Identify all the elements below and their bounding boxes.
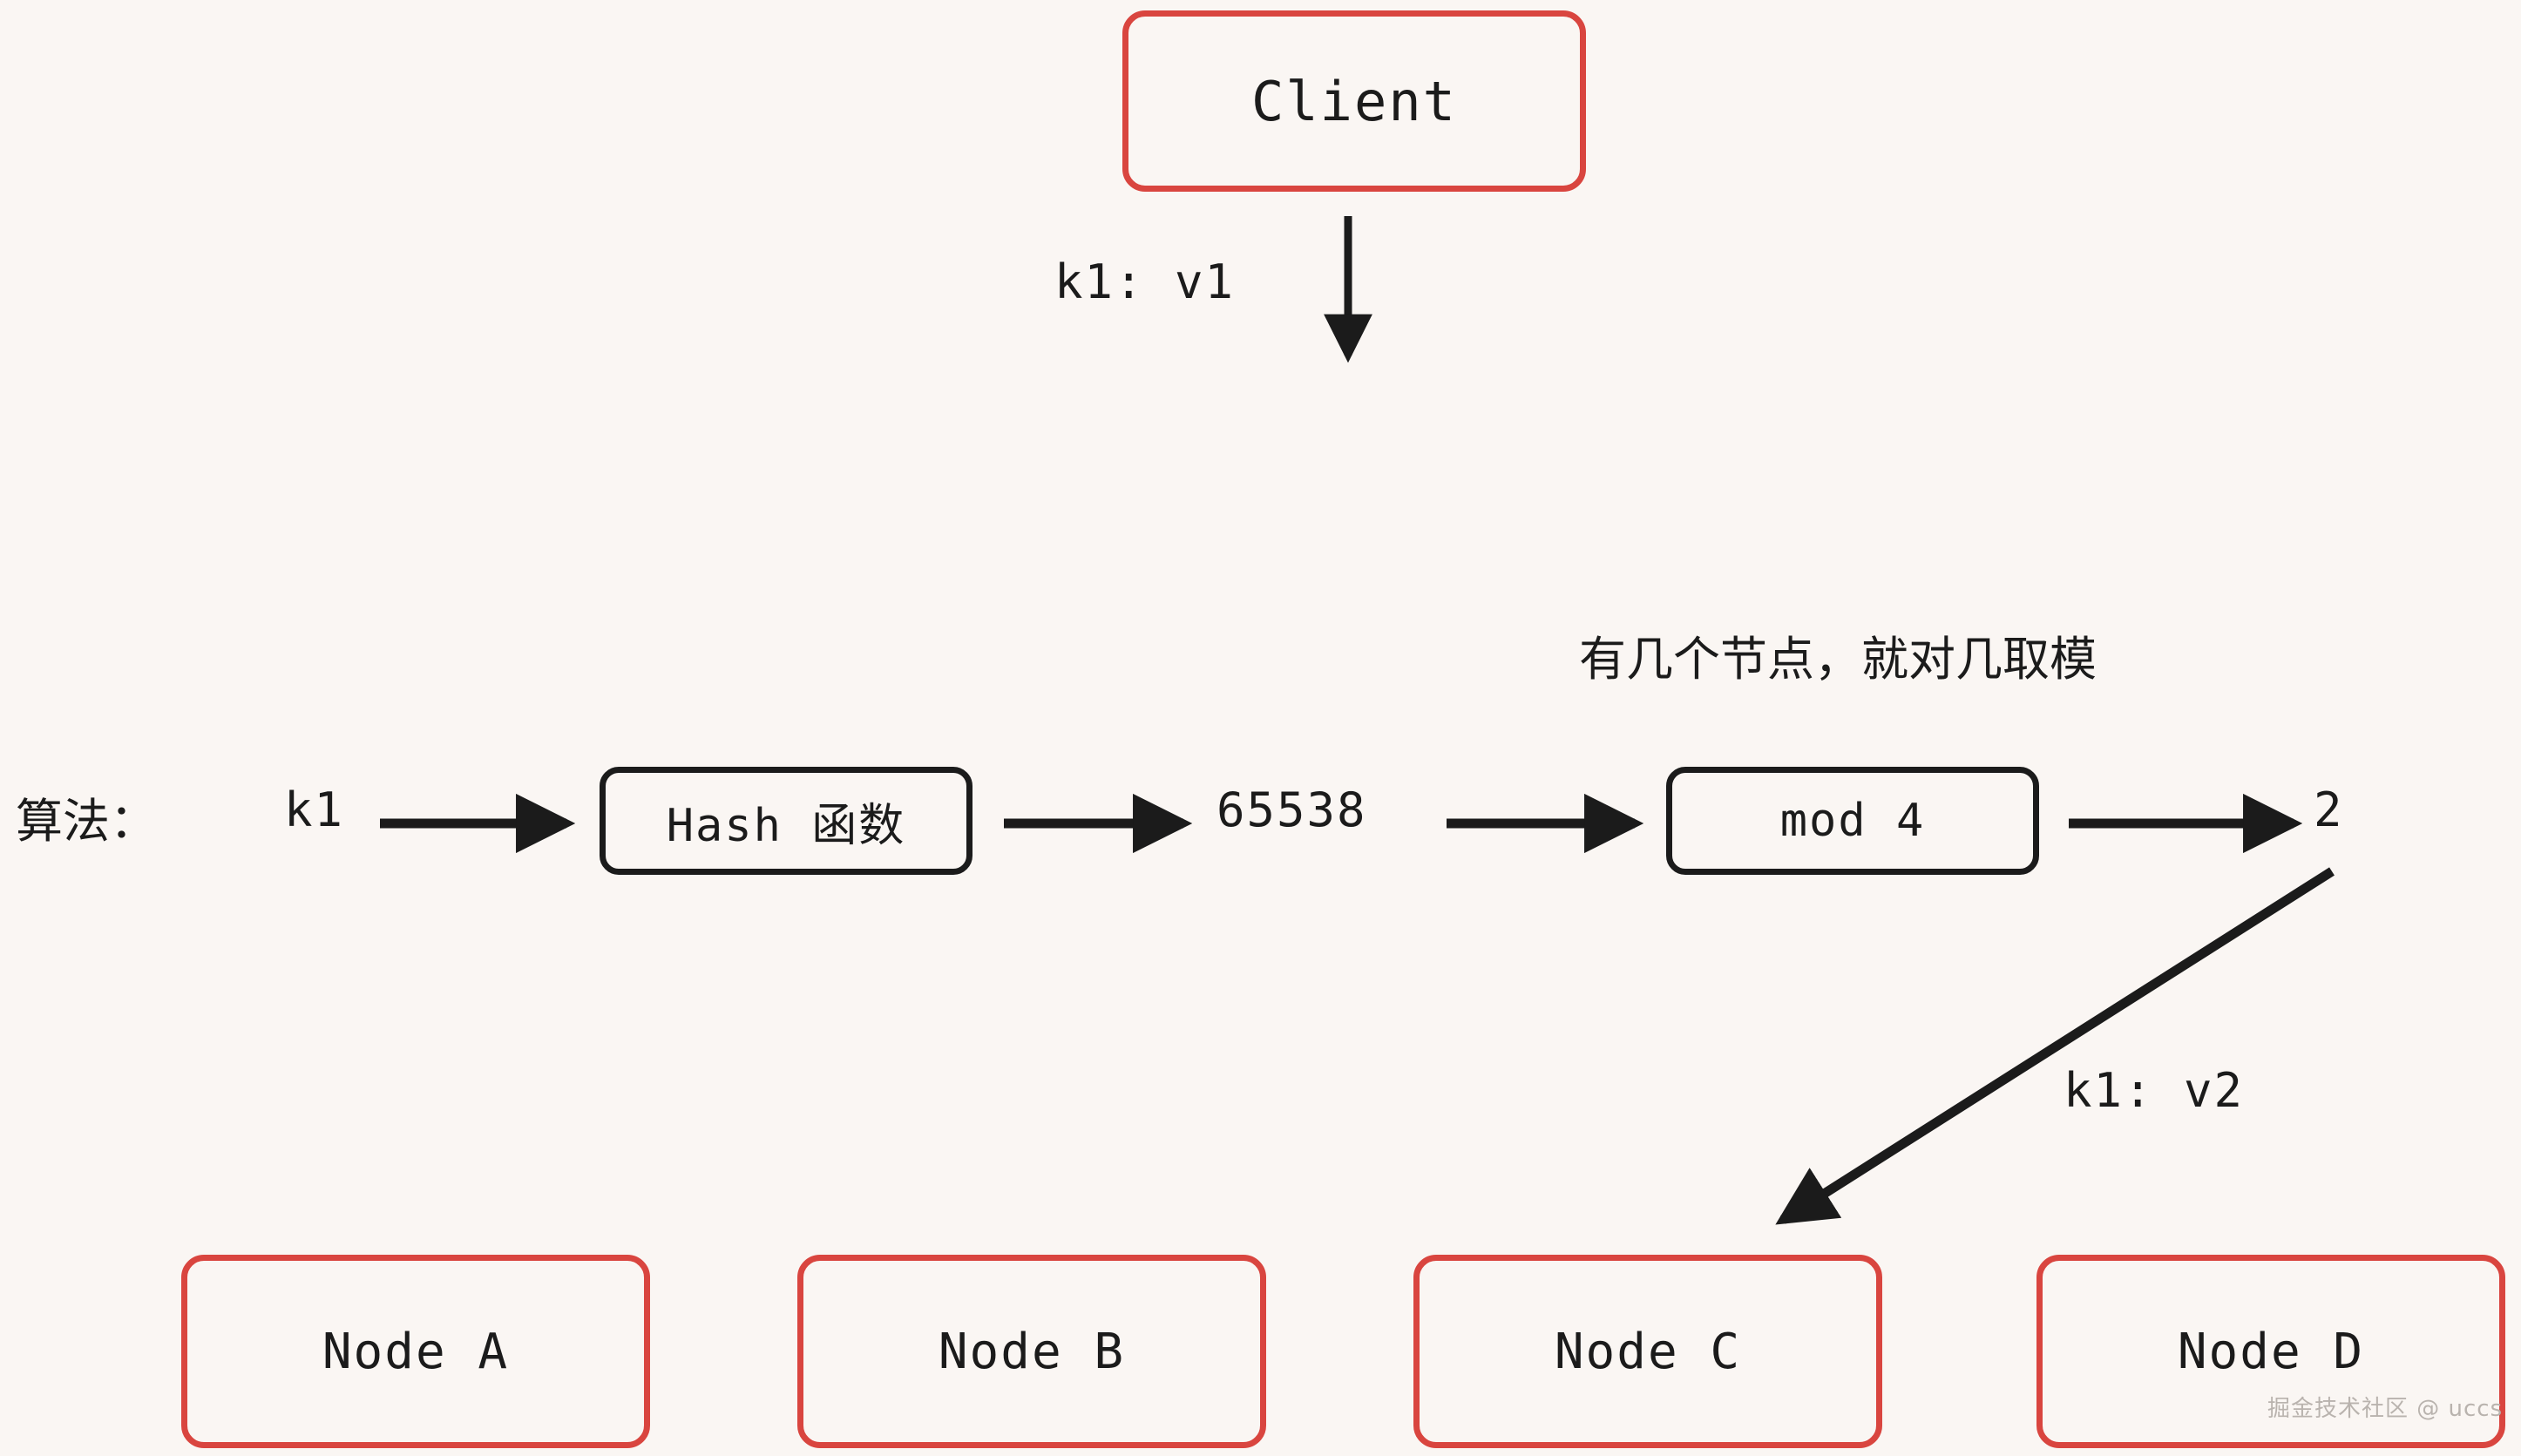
modulo-note: 有几个节点，就对几取模 (1579, 632, 2097, 687)
algorithm-input-key: k1 (284, 782, 345, 837)
hash-output-value: 65538 (1216, 782, 1367, 837)
node-c: Node C (1413, 1255, 1882, 1448)
node-d: Node D (2036, 1255, 2505, 1448)
algorithm-row-label: 算法： (16, 794, 157, 849)
modulo-node: mod 4 (1666, 767, 2039, 875)
watermark: 掘金技术社区 @ uccs (2267, 1396, 2504, 1422)
node-b: Node B (797, 1255, 1266, 1448)
node-a: Node A (181, 1255, 650, 1448)
modulo-output-value: 2 (2314, 782, 2344, 837)
hash-function-node: Hash 函数 (600, 767, 972, 875)
client-node: Client (1122, 10, 1586, 192)
arrow-result-to-node-c (1775, 867, 2335, 1225)
edge-label-result-to-node: k1: v2 (2064, 1063, 2245, 1118)
edge-label-client-to-algorithm: k1: v1 (1054, 254, 1236, 309)
